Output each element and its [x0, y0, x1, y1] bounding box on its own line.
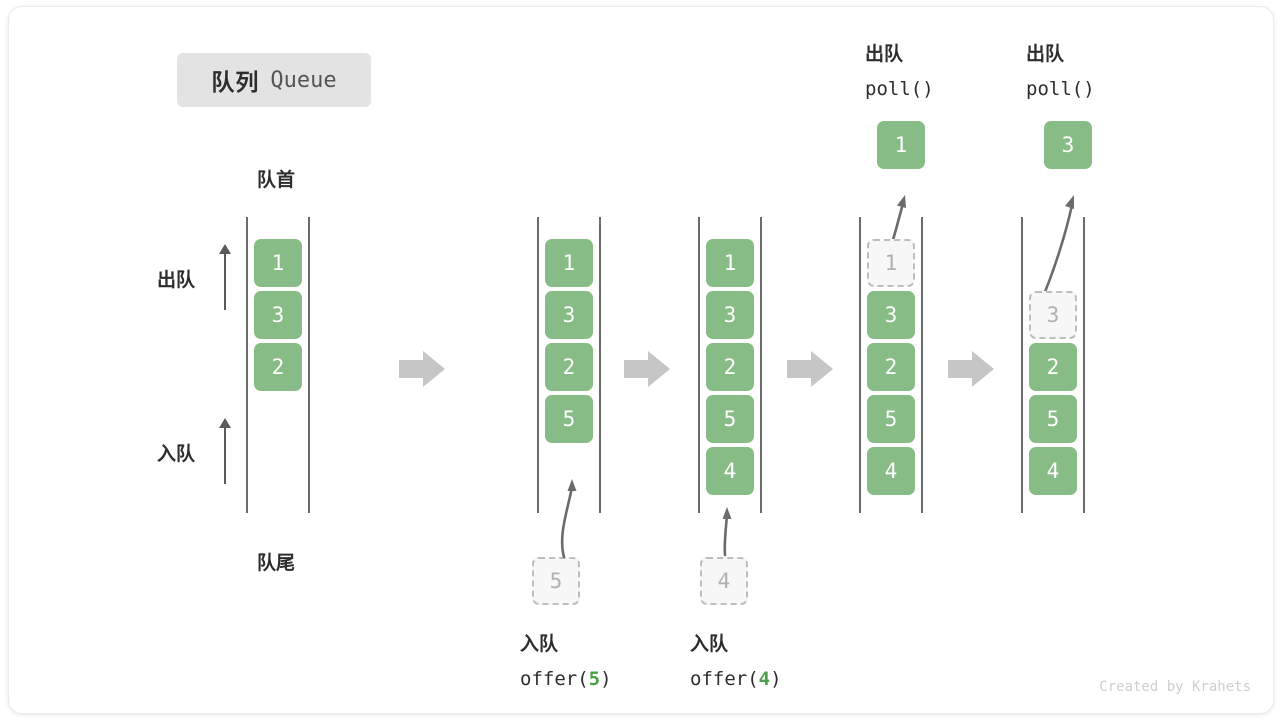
dequeue-direction-label: 出队 [157, 269, 196, 291]
queue-element[interactable]: 2 [1029, 343, 1077, 391]
queue-element[interactable]: 5 [706, 395, 754, 443]
operation-caption-poll-1: 出队 poll() [865, 37, 934, 107]
enqueue-motion-arrow-icon [560, 479, 577, 559]
queue-element[interactable]: 3 [545, 291, 593, 339]
queue-element[interactable]: 2 [867, 343, 915, 391]
column-rail-left [537, 217, 539, 513]
column-rail-left [859, 217, 861, 513]
column-rail-left [1021, 217, 1023, 513]
step-transition-arrow-icon [399, 351, 445, 387]
title-english: Queue [270, 67, 337, 93]
dequeue-direction-arrow-icon [218, 244, 232, 310]
queue-head-label: 队首 [256, 169, 295, 191]
column-rail-right [1083, 217, 1085, 513]
queue-element[interactable]: 2 [545, 343, 593, 391]
caption-line-2: poll() [1026, 78, 1095, 101]
caption-line-1: 入队 [690, 633, 729, 655]
queue-element[interactable]: 1 [706, 239, 754, 287]
queue-element[interactable]: 4 [867, 447, 915, 495]
queue-slot-vacated[interactable]: 3 [1029, 291, 1077, 339]
queue-column-after-poll-1: 1 3 2 5 4 [859, 217, 923, 513]
queue-element-new[interactable]: 5 [545, 395, 593, 443]
caption-line-1: 出队 [1026, 43, 1065, 65]
caption-line-2: offer(4) [690, 668, 782, 691]
queue-element[interactable]: 3 [254, 291, 302, 339]
caption-line-1: 入队 [520, 633, 559, 655]
queue-column-initial: 1 3 2 [246, 217, 310, 513]
queue-column-after-offer-5: 1 3 2 5 [537, 217, 601, 513]
step-transition-arrow-icon [948, 351, 994, 387]
step-transition-arrow-icon [787, 351, 833, 387]
caption-line-2: poll() [865, 78, 934, 101]
operation-caption-poll-3: 出队 poll() [1026, 37, 1095, 107]
step-transition-arrow-icon [624, 351, 670, 387]
queue-element[interactable]: 3 [706, 291, 754, 339]
column-rail-right [760, 217, 762, 513]
title-chinese: 队列 [211, 70, 260, 96]
caption-line-1: 出队 [865, 43, 904, 65]
queue-slot-vacated[interactable]: 1 [867, 239, 915, 287]
operation-caption-offer-4: 入队 offer(4) [690, 627, 782, 697]
queue-tail-label: 队尾 [256, 552, 295, 574]
caption-value: 4 [758, 668, 771, 691]
queue-element[interactable]: 1 [254, 239, 302, 287]
dequeue-motion-arrow-icon [1040, 195, 1074, 301]
diagram-title-badge: 队列 Queue [177, 53, 371, 107]
incoming-element-ghost[interactable]: 5 [532, 557, 580, 605]
queue-column-after-poll-3: 3 2 5 4 [1021, 217, 1085, 513]
operation-caption-offer-5: 入队 offer(5) [520, 627, 612, 697]
queue-element[interactable]: 1 [545, 239, 593, 287]
queue-element[interactable]: 3 [867, 291, 915, 339]
polled-element[interactable]: 3 [1044, 121, 1092, 169]
caption-value: 5 [588, 668, 601, 691]
enqueue-direction-label: 入队 [157, 443, 196, 465]
column-rail-right [308, 217, 310, 513]
queue-element[interactable]: 4 [1029, 447, 1077, 495]
enqueue-direction-arrow-icon [218, 418, 232, 484]
queue-column-after-offer-4: 1 3 2 5 4 [698, 217, 762, 513]
caption-line-2: offer(5) [520, 668, 612, 691]
enqueue-motion-arrow-icon [722, 507, 732, 557]
polled-element[interactable]: 1 [877, 121, 925, 169]
queue-element-new[interactable]: 4 [706, 447, 754, 495]
queue-element[interactable]: 5 [1029, 395, 1077, 443]
credit-text: Created by Krahets [1099, 679, 1251, 695]
queue-element[interactable]: 2 [254, 343, 302, 391]
queue-element[interactable]: 5 [867, 395, 915, 443]
column-rail-left [698, 217, 700, 513]
queue-element[interactable]: 2 [706, 343, 754, 391]
column-rail-right [599, 217, 601, 513]
column-rail-right [921, 217, 923, 513]
diagram-canvas: 队列 Queue 队首 队尾 出队 入队 1 3 2 1 3 2 5 5 [8, 6, 1274, 714]
column-rail-left [246, 217, 248, 513]
incoming-element-ghost[interactable]: 4 [700, 557, 748, 605]
